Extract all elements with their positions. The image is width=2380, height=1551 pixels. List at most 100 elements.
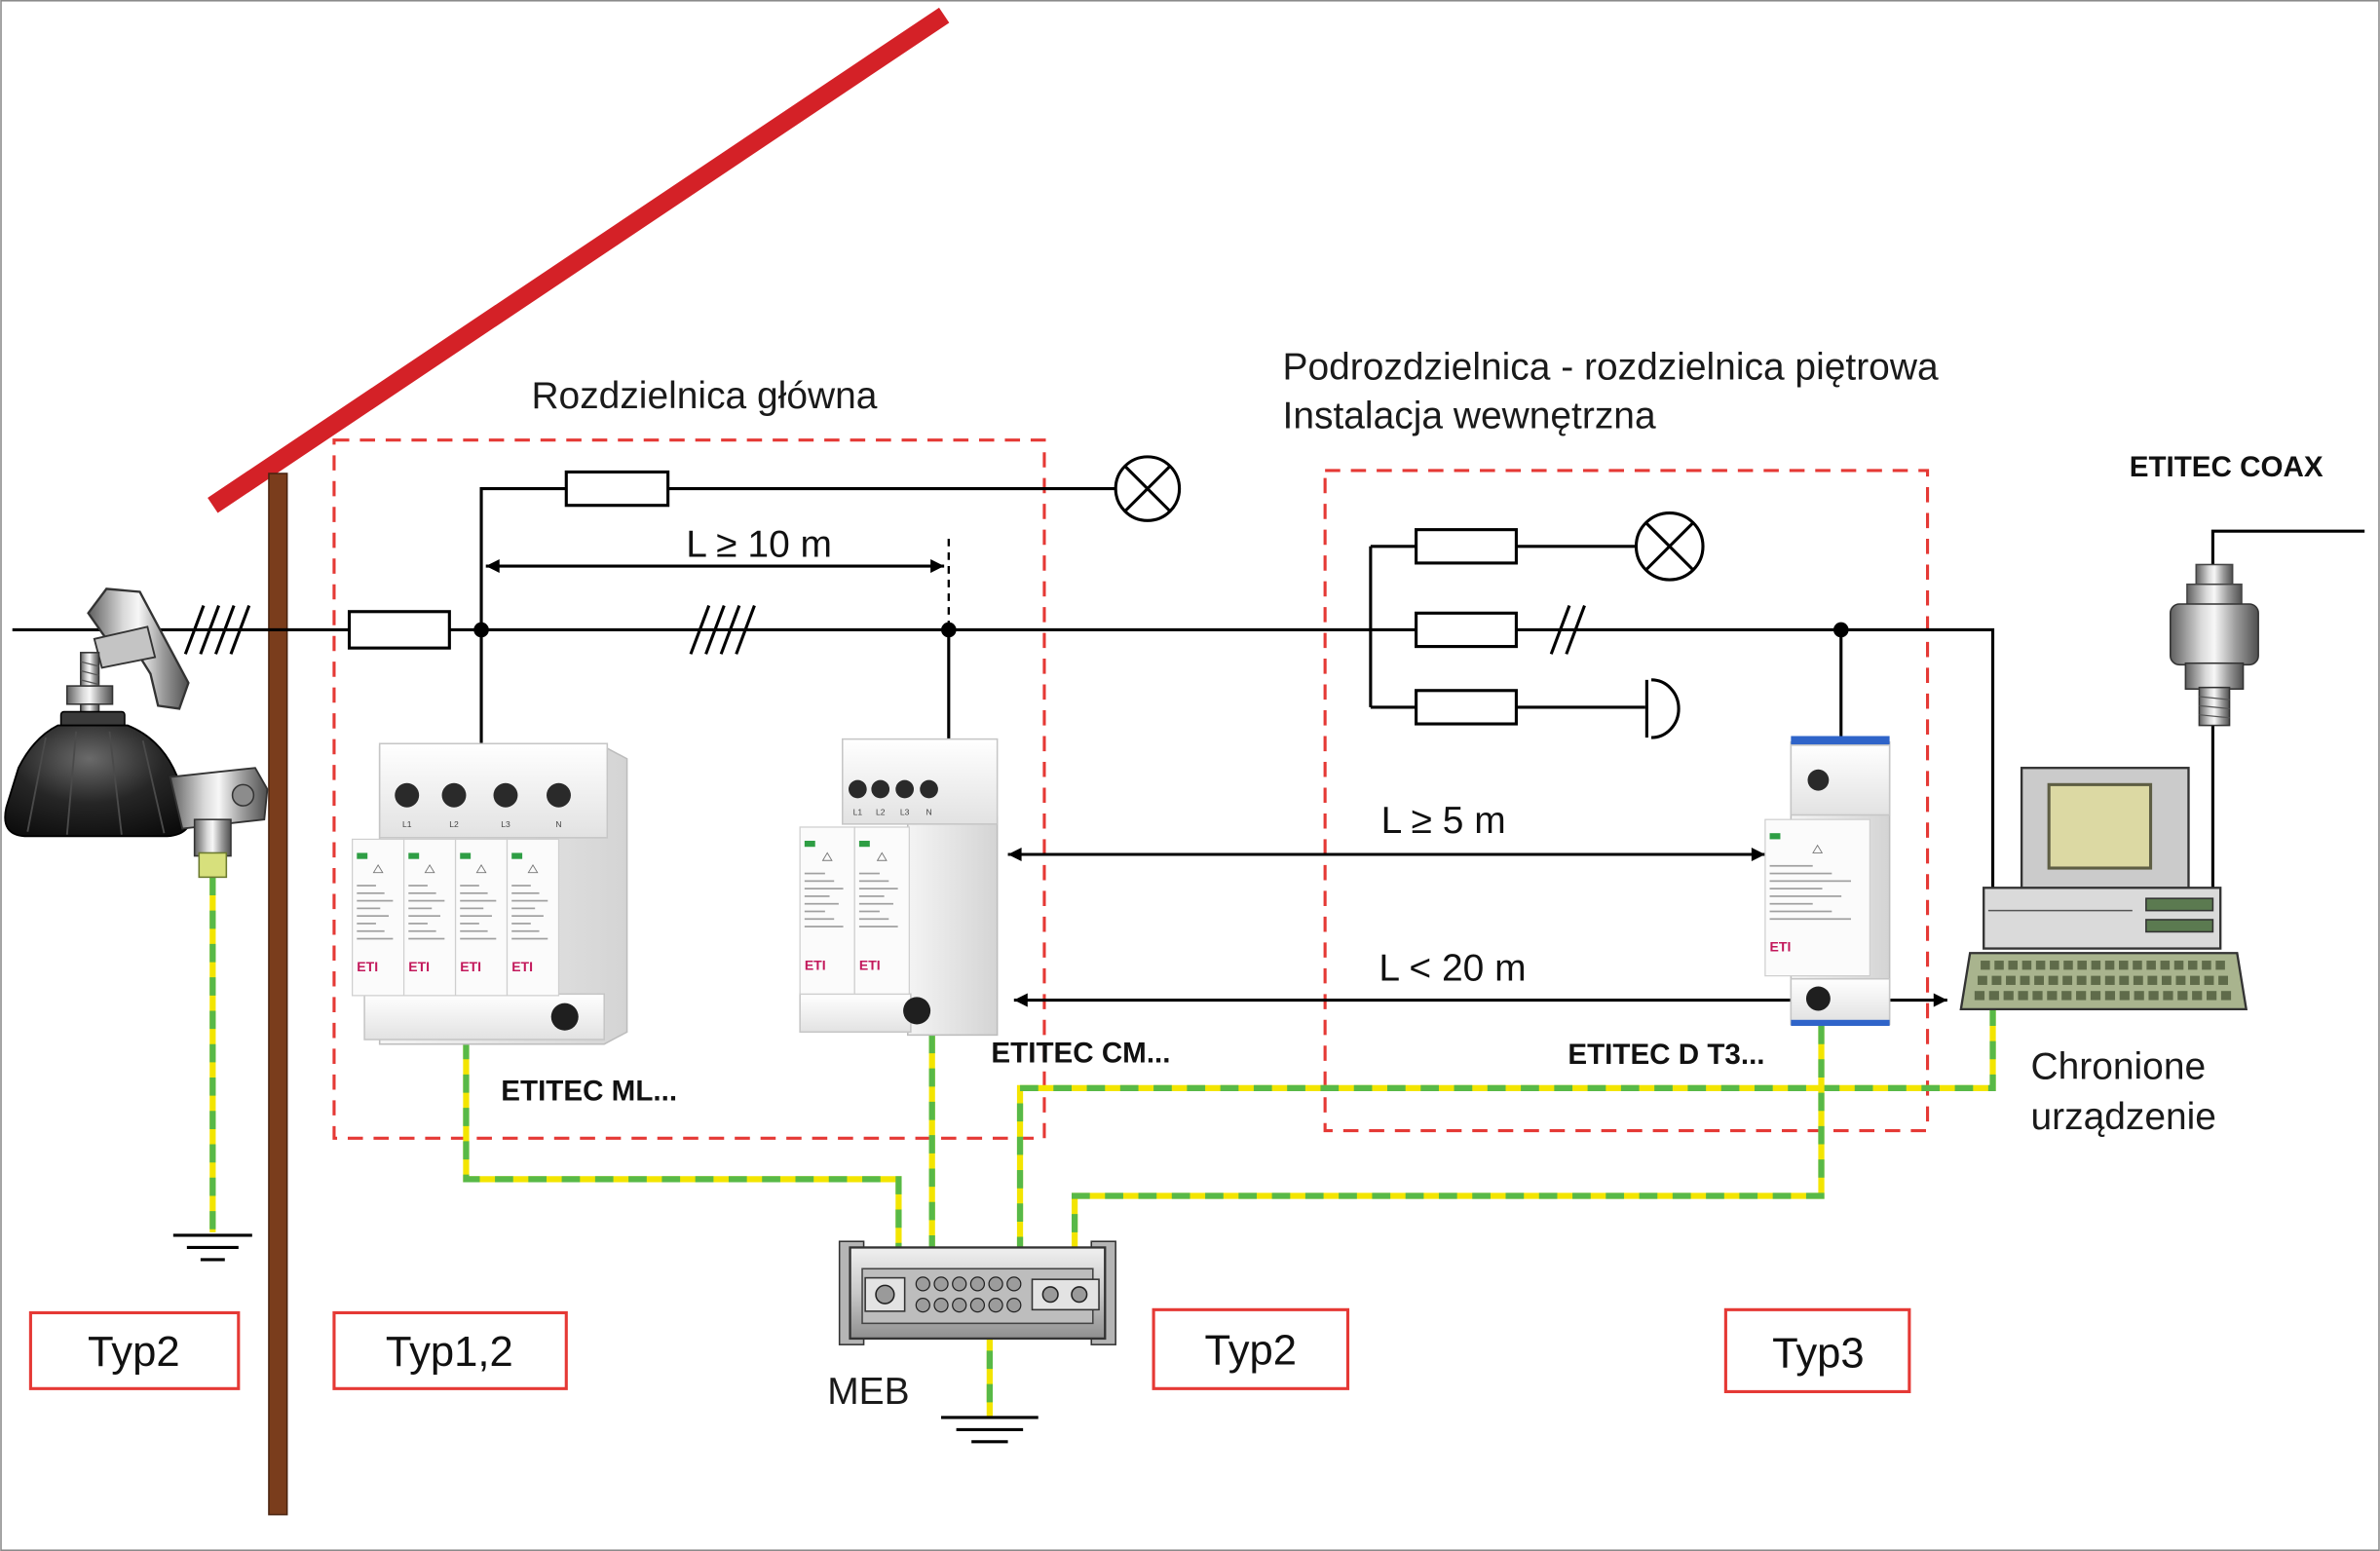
keyboard-key xyxy=(2175,975,2186,985)
module-marking-line xyxy=(357,885,376,887)
eti-logo: ETI xyxy=(805,957,826,972)
keyboard-key xyxy=(2018,991,2028,1001)
keyboard-key xyxy=(1991,975,2002,985)
junction-dot xyxy=(1832,622,1849,638)
rod-thread xyxy=(80,661,99,686)
accent-stripe-top xyxy=(1791,736,1890,745)
dimension-label: L < 20 m xyxy=(1379,947,1526,989)
meb-screw xyxy=(915,1298,930,1313)
spd-module-face xyxy=(454,838,509,997)
module-marking-line xyxy=(1769,864,1813,867)
keyboard-key xyxy=(2048,975,2059,985)
junction-dot xyxy=(473,622,489,638)
keyboard-key xyxy=(2134,991,2144,1001)
main-line-to-equipment xyxy=(1516,627,1995,892)
etitec-coax-device xyxy=(2170,563,2259,727)
keyboard-key xyxy=(2047,991,2058,1001)
keyboard-key xyxy=(2077,961,2087,970)
keyboard-key xyxy=(2062,975,2073,985)
eti-logo: ETI xyxy=(511,959,533,974)
lamp-cross xyxy=(1643,520,1695,572)
keyboard-key xyxy=(1994,961,2004,970)
keyboard-key xyxy=(2091,975,2101,985)
meb-screw xyxy=(875,1284,895,1305)
keyboard-key xyxy=(2133,975,2143,985)
module-marking-line xyxy=(858,895,885,897)
eti-logo: ETI xyxy=(357,959,378,974)
system-unit xyxy=(1983,887,2222,950)
keyboard-key xyxy=(2204,975,2214,985)
module-marking-line xyxy=(357,915,390,918)
keyboard-key xyxy=(2104,961,2115,970)
terminal-screw xyxy=(547,782,571,808)
meb-screw xyxy=(1006,1298,1022,1313)
module-marking-line xyxy=(408,929,436,932)
module-marking-line xyxy=(460,907,484,910)
ml-device-label: ETITEC ML... xyxy=(501,1075,677,1107)
module-marking-line xyxy=(1769,895,1842,897)
socket-icon xyxy=(1644,678,1681,739)
keyboard-key xyxy=(1988,991,1999,1001)
drive-slot xyxy=(2145,919,2214,933)
status-indicator xyxy=(460,852,472,859)
module-marking-line xyxy=(357,899,394,902)
spd-module: ETI xyxy=(402,838,457,997)
keyboard-key xyxy=(2119,991,2130,1001)
computer-icon xyxy=(1959,767,2248,1011)
keyboard-key xyxy=(2190,975,2200,985)
module-marking-line xyxy=(511,915,544,918)
module-marking-line xyxy=(804,918,835,921)
bracket-screw xyxy=(231,783,255,807)
type-badge-box xyxy=(1152,1307,1350,1390)
earth-wires xyxy=(209,877,1996,1417)
status-indicator xyxy=(357,852,368,859)
module-marking-line xyxy=(511,937,548,940)
keyboard-key xyxy=(2173,961,2184,970)
module-marking-line xyxy=(511,923,531,925)
keyboard-key xyxy=(2061,991,2072,1001)
terminal-label: L2 xyxy=(876,808,886,817)
coax-top-connector xyxy=(2195,563,2234,587)
module-marking-line xyxy=(804,872,825,875)
keyboard-key xyxy=(2090,991,2101,1001)
hash-mark xyxy=(704,604,726,655)
terminal-screw xyxy=(1807,769,1830,791)
terminal-screw xyxy=(903,997,931,1025)
warning-triangle-icon xyxy=(1812,844,1824,853)
keyboard-key xyxy=(2035,961,2046,970)
spd-module: ETI xyxy=(799,826,855,995)
main-earthing-bar xyxy=(838,1240,1116,1345)
module-marking-line xyxy=(408,891,436,894)
meb-screw xyxy=(933,1276,949,1292)
type-badge-label: Typ1,2 xyxy=(386,1329,513,1376)
junction-dot xyxy=(941,622,957,638)
keyboard-key xyxy=(2147,975,2158,985)
d-t3-device-label: ETITEC D T3... xyxy=(1568,1039,1764,1071)
main-board-lighting-branch xyxy=(479,487,1116,630)
module-marking-line xyxy=(804,926,844,927)
module-marking-line xyxy=(460,915,492,918)
module-marking-line xyxy=(1769,910,1832,913)
coax-lower-nut xyxy=(2184,662,2245,690)
keyboard-key xyxy=(2146,961,2156,970)
module-marking-line xyxy=(511,907,536,910)
type-badge: Typ3 xyxy=(1723,1307,1911,1393)
lamp-icon xyxy=(1114,455,1182,522)
module-marking-line xyxy=(804,902,839,905)
keyboard-key xyxy=(1981,961,1990,970)
ground-icon xyxy=(172,1233,252,1262)
terminal-label: L3 xyxy=(900,808,910,817)
keyboard-key xyxy=(2076,991,2087,1001)
hash-mark xyxy=(1549,604,1571,655)
module-marking-line xyxy=(858,918,889,921)
module-marking-line xyxy=(357,907,381,910)
terminal-screw xyxy=(849,779,867,799)
module-marking-line xyxy=(858,880,889,883)
hash-mark xyxy=(689,604,711,655)
eti-logo: ETI xyxy=(859,957,881,972)
keyboard-key xyxy=(1977,975,1987,985)
module-marking-line xyxy=(1769,888,1823,889)
meb-screw xyxy=(969,1298,986,1313)
